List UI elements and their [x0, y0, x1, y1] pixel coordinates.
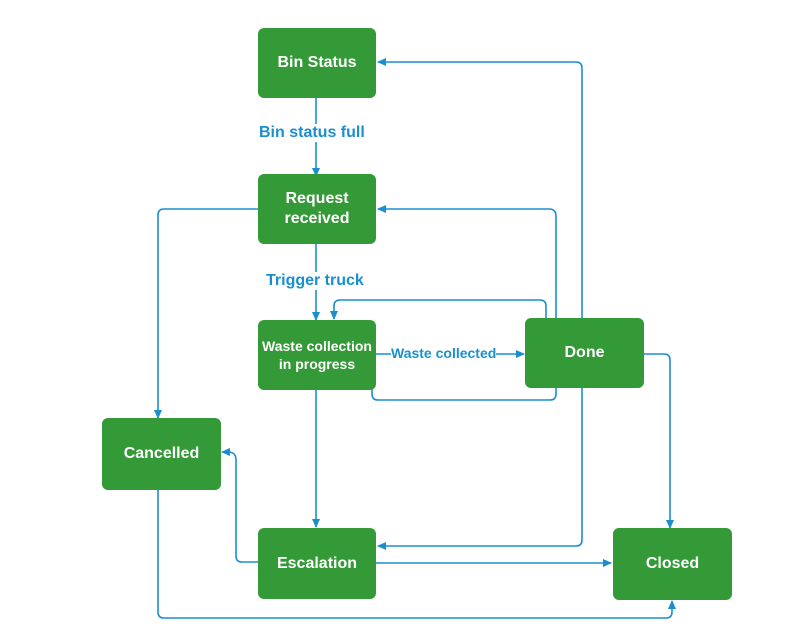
edge-done-to-request: [377, 205, 557, 318]
node-closed: Closed: [613, 528, 732, 600]
node-bin-status: Bin Status: [258, 28, 376, 98]
edge-label-bin-status-full: Bin status full: [259, 124, 365, 142]
edge-done-to-waste-loop: [330, 299, 547, 320]
node-waste-collection: Waste collection in progress: [258, 320, 376, 390]
edge-done-to-escalation: [377, 388, 583, 550]
node-request-received: Request received: [258, 174, 376, 244]
node-cancelled: Cancelled: [102, 418, 221, 490]
edge-done-to-closed: [644, 353, 674, 529]
edge-escalation-to-cancelled: [221, 448, 258, 563]
edge-request-to-cancelled: [154, 208, 258, 419]
edge-done-to-bin: [377, 58, 583, 318]
edge-label-trigger-truck: Trigger truck: [266, 272, 364, 290]
node-done: Done: [525, 318, 644, 388]
node-escalation: Escalation: [258, 528, 376, 599]
edge-waste-to-done-bottom: [371, 388, 557, 401]
edge-cancelled-to-closed: [157, 490, 676, 619]
edge-label-waste-collected: Waste collected: [391, 345, 497, 361]
